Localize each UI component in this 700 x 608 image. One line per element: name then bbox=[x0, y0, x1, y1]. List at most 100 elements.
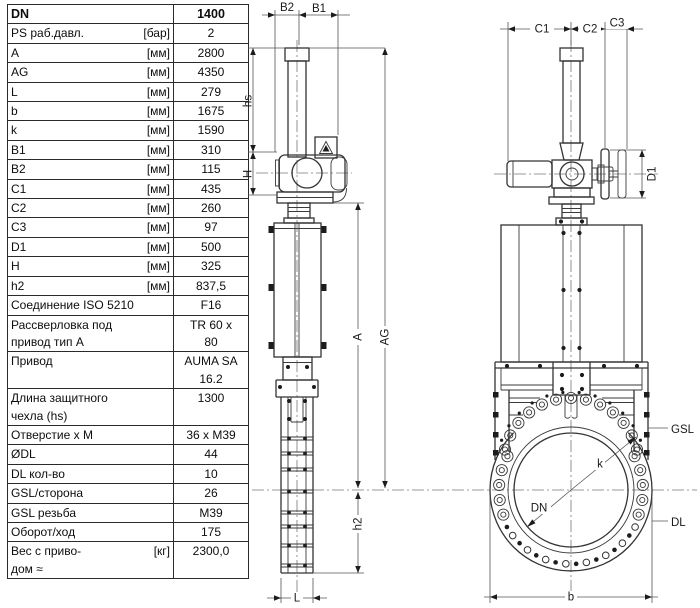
spec-value: 279 bbox=[173, 81, 249, 103]
spec-label: A[мм] bbox=[7, 42, 174, 64]
dim-label-b1: B1 bbox=[312, 3, 326, 15]
side-view-bolts bbox=[268, 226, 327, 568]
flange-bolt-ring bbox=[504, 219, 640, 568]
dim-label-c3: C3 bbox=[610, 18, 625, 30]
spec-label: AG[мм] bbox=[7, 62, 174, 83]
table-row: h2[мм]837,5 bbox=[7, 275, 249, 297]
dim-label-ag: AG bbox=[380, 329, 392, 346]
technical-drawing: B2 B1 hs H A AG h2 L C1 C2 C3 D1 k DN GS… bbox=[243, 2, 697, 605]
spec-value: 26 bbox=[173, 483, 249, 504]
table-row: Длина защитного чехла (hs)1300 bbox=[7, 388, 249, 426]
spec-label: DL кол-во bbox=[7, 463, 174, 485]
dim-label-gsl: GSL bbox=[671, 424, 695, 436]
spec-value: 500 bbox=[173, 236, 249, 258]
spec-value: 837,5 bbox=[173, 275, 249, 297]
dim-label-h: H bbox=[243, 170, 255, 178]
dim-label-dn: DN bbox=[531, 503, 548, 515]
dim-label-b: b bbox=[568, 592, 574, 604]
spec-value: 2300,0 bbox=[173, 541, 249, 580]
spec-value: 2800 bbox=[173, 42, 249, 64]
spec-value: 4350 bbox=[173, 62, 249, 83]
spec-value: 1590 bbox=[173, 120, 249, 141]
table-row: C3[мм]97 bbox=[7, 217, 249, 238]
dim-label-c1: C1 bbox=[535, 24, 550, 36]
spec-label: B1[мм] bbox=[7, 139, 174, 161]
side-view bbox=[268, 47, 348, 574]
spec-label: GSL резьба bbox=[7, 502, 174, 523]
spec-label: Вес с приво- дом ≈[кг] bbox=[7, 541, 174, 580]
table-row: b[мм]1675 bbox=[7, 101, 249, 122]
spec-value: 97 bbox=[173, 217, 249, 238]
dim-label-b2: B2 bbox=[280, 2, 294, 14]
table-row: B2[мм]115 bbox=[7, 159, 249, 180]
table-row: C2[мм]260 bbox=[7, 198, 249, 219]
table-row: A[мм]2800 bbox=[7, 42, 249, 64]
spec-value: 36 x M39 bbox=[173, 424, 249, 446]
spec-label: DN bbox=[7, 3, 174, 25]
spec-value: 260 bbox=[173, 198, 249, 219]
spec-value: 1400 bbox=[173, 3, 249, 25]
spec-value: 175 bbox=[173, 521, 249, 543]
table-row: k[мм]1590 bbox=[7, 120, 249, 141]
table-row: Вес с приво- дом ≈[кг]2300,0 bbox=[7, 541, 249, 580]
dimension-labels: B2 B1 hs H A AG h2 L C1 C2 C3 D1 k DN GS… bbox=[243, 2, 695, 605]
spec-label: C2[мм] bbox=[7, 198, 174, 219]
spec-label: k[мм] bbox=[7, 120, 174, 141]
spec-label: D1[мм] bbox=[7, 236, 174, 258]
table-row: L[мм]279 bbox=[7, 81, 249, 103]
spec-label: H[мм] bbox=[7, 256, 174, 277]
spec-value: 115 bbox=[173, 159, 249, 180]
spec-value: 435 bbox=[173, 178, 249, 200]
gland-scallops bbox=[493, 390, 649, 521]
spec-value: TR 60 x 80 bbox=[173, 314, 249, 353]
table-row: PS раб.давл.[бар]2 bbox=[7, 23, 249, 44]
spec-label: L[мм] bbox=[7, 81, 174, 103]
spec-label: C1[мм] bbox=[7, 178, 174, 200]
dim-label-h2: h2 bbox=[353, 518, 365, 531]
spec-label: Рассверловка под привод тип A bbox=[7, 314, 174, 353]
spec-label: B2[мм] bbox=[7, 159, 174, 180]
spec-label: Длина защитного чехла (hs) bbox=[7, 388, 174, 426]
spec-value: 310 bbox=[173, 139, 249, 161]
spec-value: 325 bbox=[173, 256, 249, 277]
centerlines bbox=[252, 40, 697, 601]
spec-value: AUMA SA 16.2 bbox=[173, 351, 249, 390]
dimension-lines bbox=[248, 10, 668, 603]
spec-label: b[мм] bbox=[7, 101, 174, 122]
dim-label-c2: C2 bbox=[583, 24, 598, 36]
spec-label: Соединение ISO 5210 bbox=[7, 295, 174, 316]
front-view bbox=[489, 47, 653, 572]
spec-label: h2[мм] bbox=[7, 275, 174, 297]
dim-label-k: k bbox=[597, 459, 603, 471]
dim-label-d1: D1 bbox=[647, 167, 659, 182]
spec-value: 1300 bbox=[173, 388, 249, 426]
spec-value: 44 bbox=[173, 444, 249, 465]
spec-value: 2 bbox=[173, 23, 249, 44]
table-row: H[мм]325 bbox=[7, 256, 249, 277]
spec-value: 1675 bbox=[173, 101, 249, 122]
spec-label: PS раб.давл.[бар] bbox=[7, 23, 174, 44]
spec-label: Отверстие x M bbox=[7, 424, 174, 446]
dim-label-dl: DL bbox=[671, 517, 686, 529]
dim-label-a: A bbox=[353, 333, 365, 341]
table-row: AG[мм]4350 bbox=[7, 62, 249, 83]
side-view-body-ribs bbox=[281, 436, 313, 568]
spec-label: C3[мм] bbox=[7, 217, 174, 238]
dim-label-l: L bbox=[294, 593, 301, 605]
spec-value: 10 bbox=[173, 463, 249, 485]
table-row: C1[мм]435 bbox=[7, 178, 249, 200]
spec-value: M39 bbox=[173, 502, 249, 523]
